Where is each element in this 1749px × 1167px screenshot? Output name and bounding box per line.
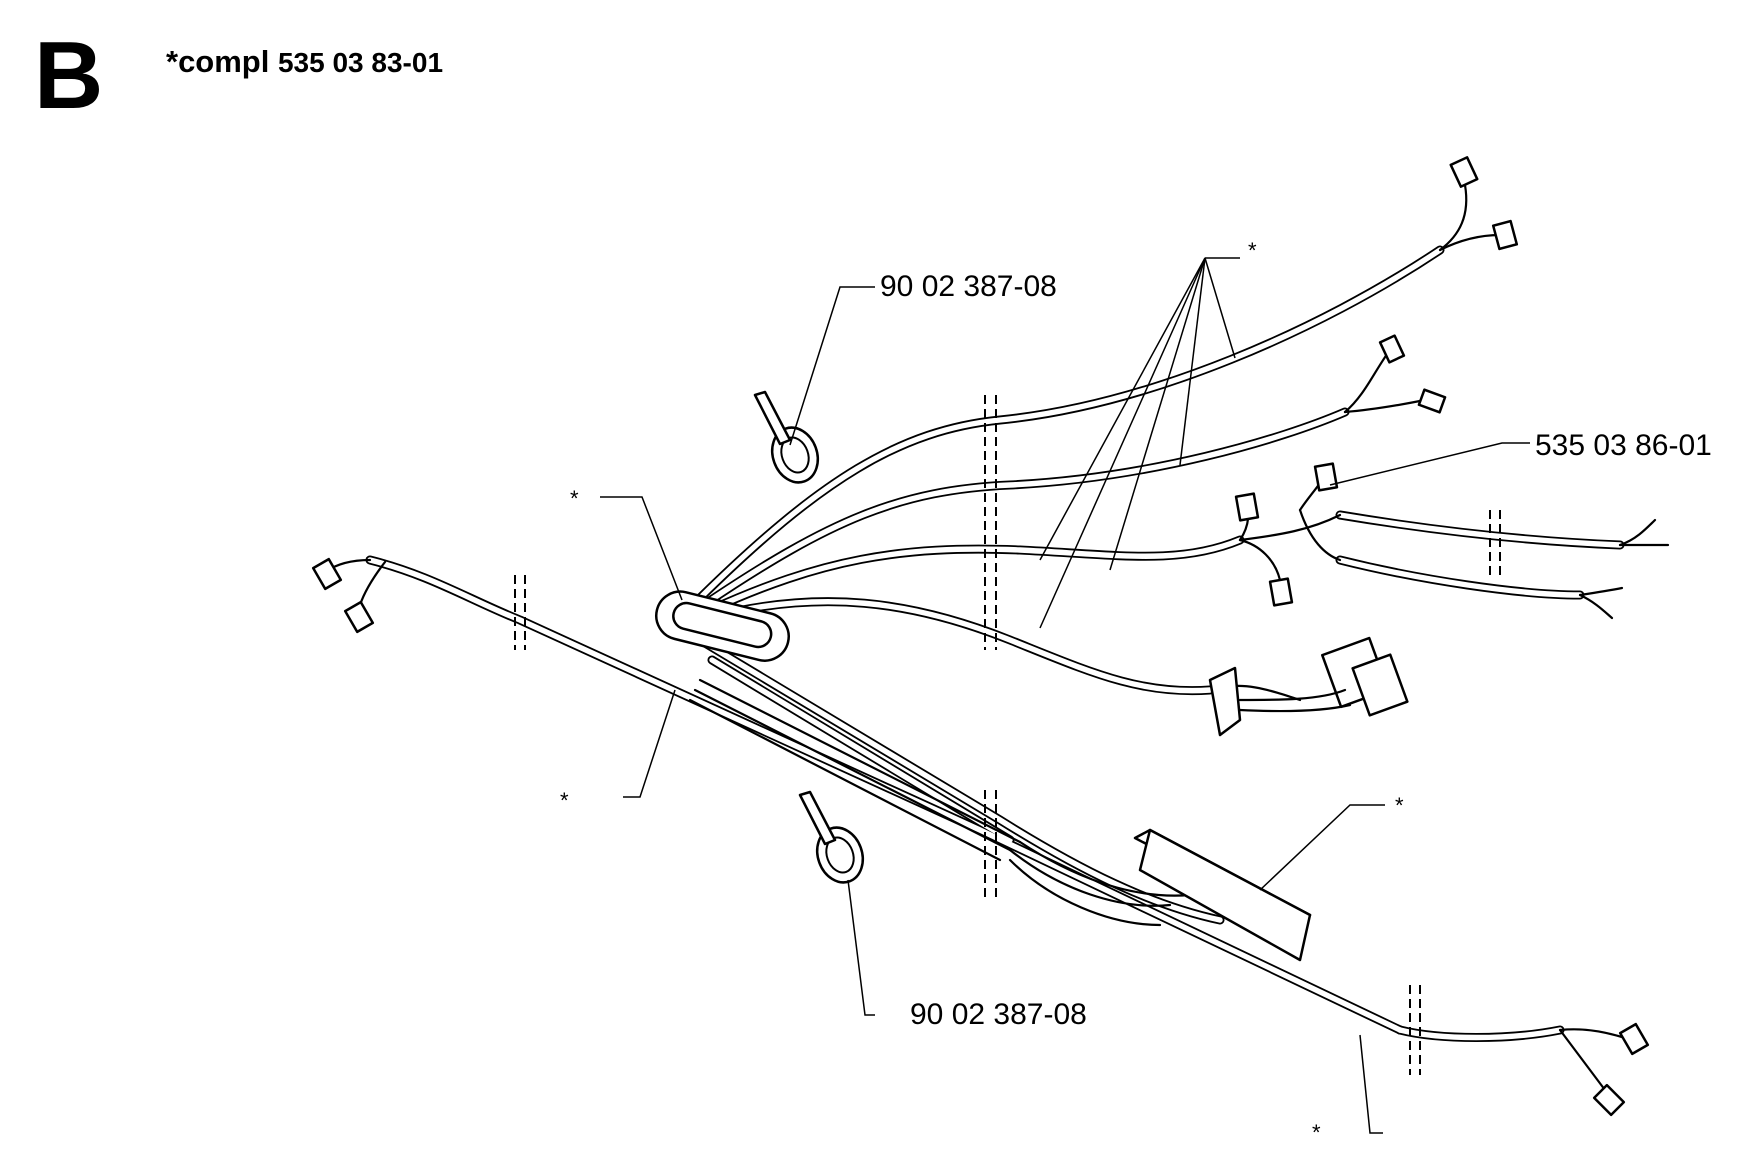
asterisk-callout-terminal-strip: * [1395,793,1404,818]
harness-callout-right: 535 03 86-01 [1535,429,1712,462]
asterisk-callout-grommet: * [570,486,579,511]
cable-clip-icon [753,390,820,484]
spade-terminals [311,156,1650,1117]
multi-pin-connector [1208,636,1409,737]
clip-callout-top: 90 02 387-08 [880,270,1057,303]
assembly-part-number: 535 03 83-01 [277,47,444,78]
break-marks [514,395,1501,1075]
cable-clip-icon [798,790,865,884]
asterisk-callout-main-wire: * [560,788,569,813]
grommet-block [655,590,790,662]
clip-callout-bottom: 90 02 387-08 [910,998,1087,1031]
wire-bundle [323,183,1670,1092]
assembly-label: *compl 535 03 83-01 [166,44,443,80]
asterisk-callout-bottom: * [1312,1120,1321,1145]
section-letter: B [34,22,104,129]
terminal-strip [1133,828,1312,962]
assembly-prefix: *compl [166,44,270,79]
asterisk-callout-top: * [1248,238,1257,263]
leader-lines [600,257,1530,1134]
